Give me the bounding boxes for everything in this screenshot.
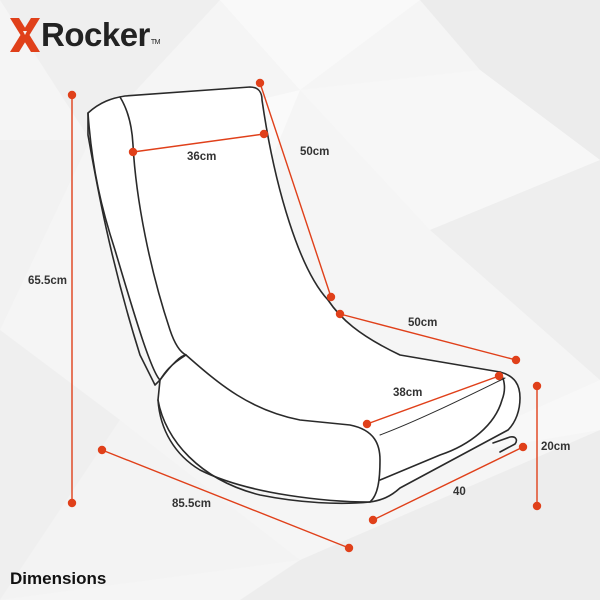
dimensions-caption: Dimensions [10,569,107,588]
dim-line-seat-length [339,313,517,361]
back-width-label: 36cm [187,151,217,163]
back-length-label: 50cm [300,146,330,158]
logo-wordmark: Rocker [41,16,150,53]
dim-dot [67,90,77,100]
seat-length-label: 50cm [408,317,438,329]
dim-line-back-width [132,133,265,153]
xrocker-logo: Rocker TM [10,16,161,54]
overall-length-label: 85.5cm [172,498,212,510]
dim-line-overall-length [101,449,350,549]
dimension-lines [67,78,542,553]
base-depth-label: 40 [453,486,466,498]
gaming-rocker-chair-icon [87,86,521,505]
trademark-symbol: TM [150,39,161,46]
dim-line-base-depth [372,446,524,521]
seat-width-label: 38cm [393,387,423,399]
base-height-label: 20cm [541,441,571,453]
overall-height-label: 65.5cm [28,275,68,287]
x-logo-mark-icon [10,18,40,52]
dim-line-seat-width [366,375,500,425]
dim-dot [67,498,77,508]
dim-line-back-length [259,82,332,298]
